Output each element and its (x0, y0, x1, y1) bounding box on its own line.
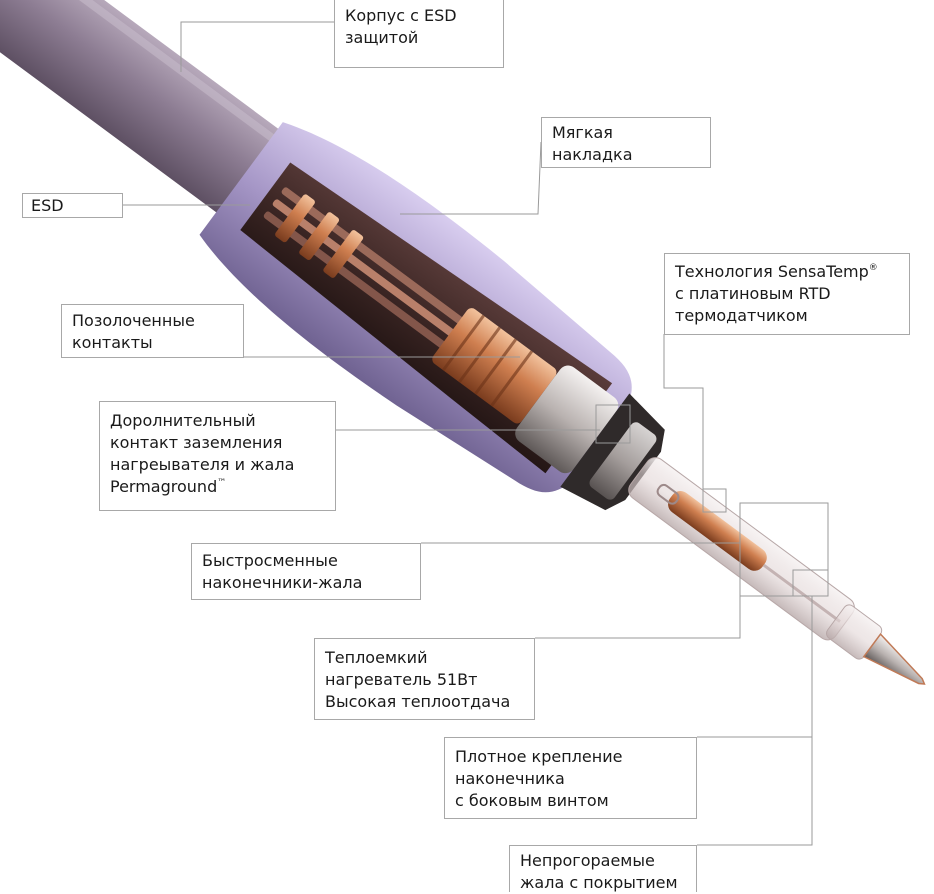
callout-text: Быстросменные (202, 551, 338, 570)
callout-text: Теплоемкий (325, 648, 428, 667)
steel-collar (515, 365, 619, 474)
trademark-mark: ™ (217, 478, 227, 488)
callout-text: Плотное крепление (455, 747, 623, 766)
callout-text: наконечника (455, 769, 565, 788)
callout-text: с платиновым RTD (675, 284, 831, 303)
callout-coated-tips: Непрогораемые жала с покрытием (509, 845, 697, 892)
callout-text: нагреывателя и жала (110, 455, 295, 474)
heater-core (668, 491, 767, 571)
contact-ring (323, 230, 364, 278)
callout-text: наконечники-жала (202, 573, 363, 592)
callout-text: с боковым винтом (455, 791, 609, 810)
callout-text: нагреватель 51Вт (325, 670, 478, 689)
soldering-tip (862, 632, 926, 685)
registered-mark: ® (868, 263, 878, 273)
callout-text: Permaground™ (110, 477, 227, 496)
contact-ring (275, 194, 315, 243)
callout-text: ESD (31, 196, 64, 215)
callout-gold-contacts: Позолоченные контакты (61, 304, 244, 358)
callout-text: Непрогораемые (520, 851, 655, 870)
callout-esd: ESD (22, 193, 123, 218)
callout-text: термодатчиком (675, 306, 808, 325)
contact-ring (299, 212, 340, 261)
callout-text: Технология SensaTemp® (675, 262, 878, 281)
callout-text: Корпус с ESD (345, 6, 457, 25)
callout-heater: Теплоемкий нагреватель 51Вт Высокая тепл… (314, 638, 535, 720)
callout-housing-esd: Корпус с ESD защитой (334, 0, 504, 68)
callout-sensatemp: Технология SensaTemp® с платиновым RTD т… (664, 253, 910, 335)
callout-text: контакт заземления (110, 433, 283, 452)
callout-quick-tips: Быстросменные наконечники-жала (191, 543, 421, 600)
callout-text: Доролнительный (110, 411, 256, 430)
soldering-iron (0, 0, 926, 685)
callout-text: Позолоченные (72, 311, 195, 330)
callout-text: жала с покрытием (520, 873, 678, 892)
callout-soft-grip: Мягкая накладка (541, 117, 711, 168)
callout-text: Высокая теплоотдача (325, 692, 511, 711)
leader-lines (122, 21, 829, 846)
callout-text: защитой (345, 28, 419, 47)
callout-screw-mount: Плотное крепление наконечника с боковым … (444, 737, 697, 819)
callout-permaground: Доролнительный контакт заземления нагреы… (99, 401, 336, 511)
callout-text: накладка (552, 145, 633, 164)
callout-text: Мягкая (552, 123, 613, 142)
callout-text: контакты (72, 333, 153, 352)
